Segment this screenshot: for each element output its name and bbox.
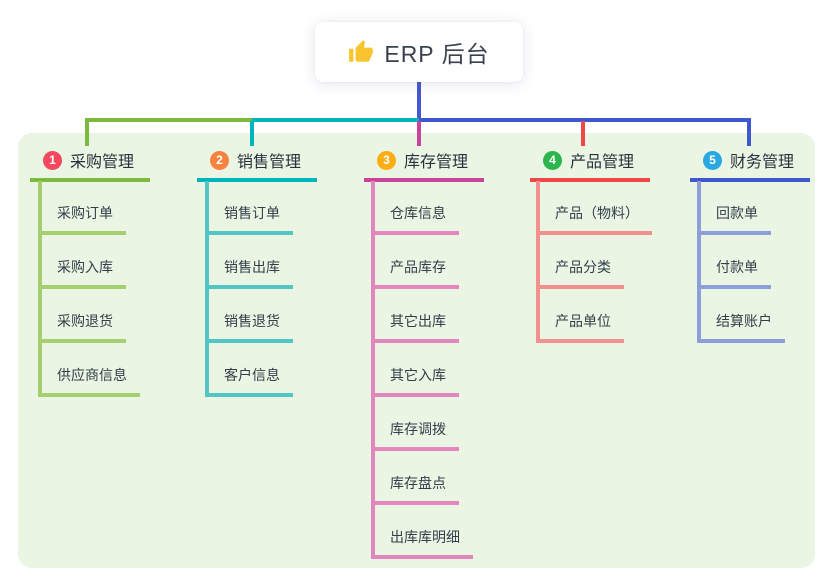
branch-title-sales[interactable]: 2 销售管理	[197, 146, 318, 182]
child-label: 产品单位	[555, 313, 611, 329]
child-label: 付款单	[716, 259, 758, 275]
branch-title-finance[interactable]: 5 财务管理	[690, 146, 811, 182]
child-node[interactable]: 采购入库	[42, 235, 126, 289]
child-node[interactable]: 供应商信息	[42, 343, 140, 397]
child-label: 客户信息	[224, 367, 280, 383]
branch-number-badge: 4	[543, 150, 562, 170]
child-label: 库存盘点	[390, 475, 446, 491]
branch-label: 财务管理	[730, 154, 795, 171]
child-label: 产品（物料）	[555, 205, 639, 221]
child-label: 其它入库	[390, 367, 446, 383]
child-label: 采购订单	[57, 205, 113, 221]
child-node[interactable]: 产品单位	[540, 289, 624, 343]
child-node[interactable]: 出库库明细	[375, 505, 473, 559]
branch-number-badge: 2	[210, 150, 229, 170]
branch-children-sales: 销售订单 销售出库 销售退货 客户信息	[205, 181, 293, 397]
child-node[interactable]: 销售退货	[209, 289, 293, 343]
branch-number-badge: 3	[377, 150, 396, 170]
child-label: 库存调拨	[390, 421, 446, 437]
thumbs-up-icon	[348, 39, 374, 65]
root-node[interactable]: ERP 后台	[315, 22, 523, 82]
child-label: 采购退货	[57, 313, 113, 329]
drop-line-sales	[250, 121, 254, 146]
branch-number-badge: 1	[43, 150, 62, 170]
branch-label: 销售管理	[237, 154, 302, 171]
drop-line-finance	[747, 121, 751, 146]
bus-line-purchase	[85, 118, 252, 122]
branch-children-finance: 回款单 付款单 结算账户	[697, 181, 785, 343]
child-label: 其它出库	[390, 313, 446, 329]
child-label: 回款单	[716, 205, 758, 221]
root-label: ERP 后台	[384, 41, 490, 67]
child-node[interactable]: 库存盘点	[375, 451, 459, 505]
child-label: 销售出库	[224, 259, 280, 275]
branch-title-product[interactable]: 4 产品管理	[530, 146, 651, 182]
bus-line-finance	[419, 118, 751, 122]
bus-line-sales	[252, 118, 419, 122]
child-label: 销售订单	[224, 205, 280, 221]
branch-children-inventory: 仓库信息 产品库存 其它出库 其它入库 库存调拨 库存盘点 出库库明细	[371, 181, 473, 559]
child-node[interactable]: 产品分类	[540, 235, 624, 289]
child-node[interactable]: 付款单	[701, 235, 771, 289]
branch-title-inventory[interactable]: 3 库存管理	[364, 146, 485, 182]
branch-label: 库存管理	[404, 154, 469, 171]
branch-children-product: 产品（物料） 产品分类 产品单位	[536, 181, 652, 343]
child-node[interactable]: 产品（物料）	[540, 181, 652, 235]
branch-label: 产品管理	[570, 154, 635, 171]
branch-title-purchase[interactable]: 1 采购管理	[30, 146, 151, 182]
child-node[interactable]: 采购退货	[42, 289, 126, 343]
child-label: 结算账户	[716, 313, 772, 329]
child-label: 采购入库	[57, 259, 113, 275]
root-stem-line	[417, 82, 421, 122]
drop-line-product	[581, 121, 585, 146]
child-node[interactable]: 其它入库	[375, 343, 459, 397]
child-label: 出库库明细	[390, 529, 460, 545]
drop-line-inventory	[417, 121, 421, 146]
child-node[interactable]: 库存调拨	[375, 397, 459, 451]
child-node[interactable]: 产品库存	[375, 235, 459, 289]
child-label: 销售退货	[224, 313, 280, 329]
child-label: 产品库存	[390, 259, 446, 275]
branch-number-badge: 5	[703, 150, 722, 170]
drop-line-purchase	[85, 121, 89, 146]
branches-panel	[18, 133, 815, 568]
child-node[interactable]: 客户信息	[209, 343, 293, 397]
branch-label: 采购管理	[70, 154, 135, 171]
child-node[interactable]: 采购订单	[42, 181, 126, 235]
child-node[interactable]: 销售订单	[209, 181, 293, 235]
child-node[interactable]: 结算账户	[701, 289, 785, 343]
child-label: 仓库信息	[390, 205, 446, 221]
child-node[interactable]: 回款单	[701, 181, 771, 235]
child-label: 供应商信息	[57, 367, 127, 383]
child-node[interactable]: 销售出库	[209, 235, 293, 289]
child-label: 产品分类	[555, 259, 611, 275]
child-node[interactable]: 其它出库	[375, 289, 459, 343]
branch-children-purchase: 采购订单 采购入库 采购退货 供应商信息	[38, 181, 140, 397]
child-node[interactable]: 仓库信息	[375, 181, 459, 235]
